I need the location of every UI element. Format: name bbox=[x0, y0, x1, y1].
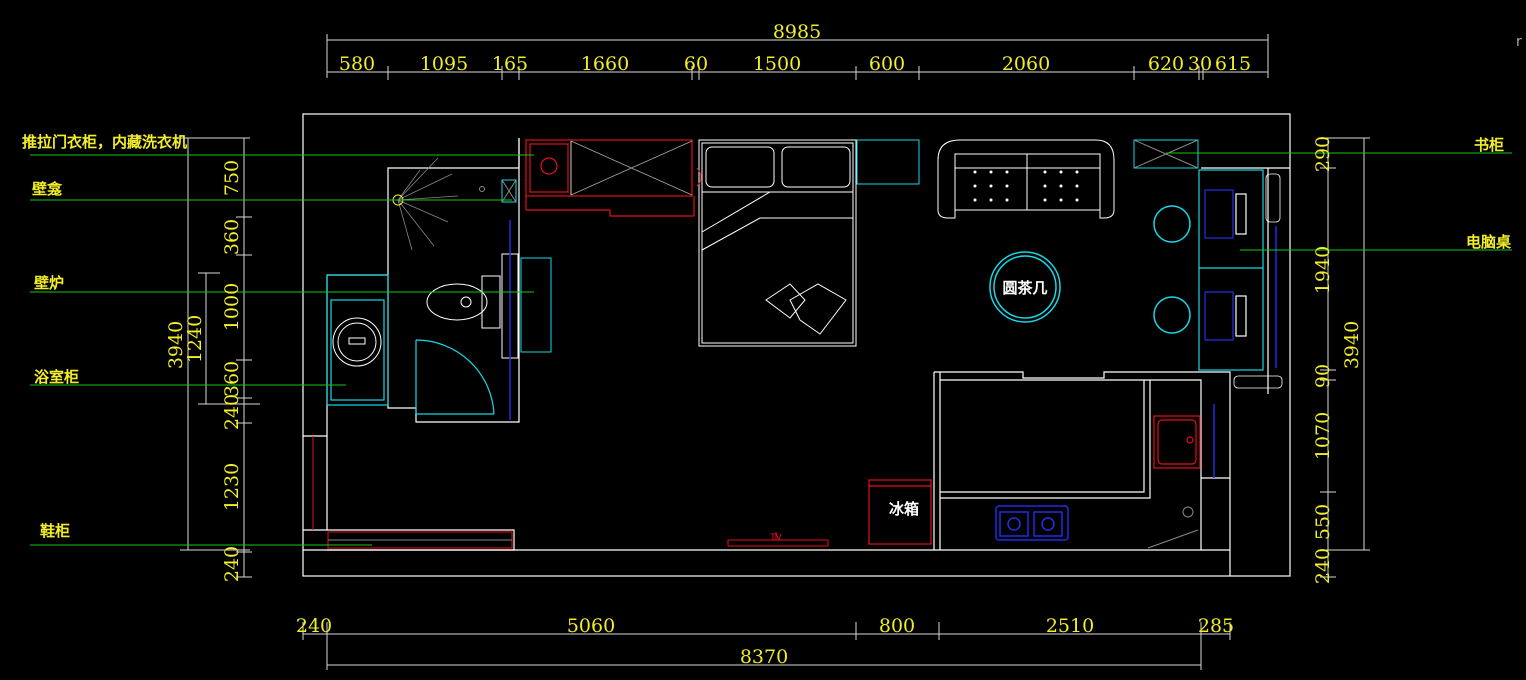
label-round-table: 圆茶几 bbox=[1002, 279, 1047, 297]
dim-top-seg: 1500 bbox=[753, 53, 801, 75]
dim-left-seg: 240 bbox=[221, 546, 243, 582]
dim-left-seg: 750 bbox=[221, 160, 243, 196]
label-computer-desk: 电脑桌 bbox=[1466, 233, 1512, 251]
bed-lamp-icon bbox=[696, 167, 702, 187]
bookcase bbox=[1133, 139, 1199, 169]
label-bathroom-cabinet: 浴室柜 bbox=[34, 368, 79, 386]
dim-left-seg: 1230 bbox=[221, 463, 243, 511]
dim-left-sub: 1240 bbox=[184, 315, 206, 363]
round-coffee-table bbox=[989, 251, 1061, 323]
dim-bottom-segments: 240 5060 800 2510 285 bbox=[296, 615, 1234, 637]
label-fridge: 冰箱 bbox=[889, 500, 919, 518]
dim-top-seg: 30 bbox=[1188, 53, 1212, 75]
dim-top-seg: 60 bbox=[684, 53, 708, 75]
stool-icon bbox=[1153, 296, 1191, 334]
refrigerator bbox=[868, 479, 932, 545]
bathroom-cabinet bbox=[326, 274, 389, 406]
wardrobe-cross bbox=[570, 140, 693, 196]
drain-icon bbox=[479, 186, 485, 192]
dim-top-seg: 2060 bbox=[1002, 53, 1050, 75]
dim-bottom-seg: 285 bbox=[1198, 615, 1234, 637]
dim-left-seg: 360 bbox=[221, 361, 243, 397]
dim-top-seg: 1660 bbox=[581, 53, 629, 75]
dim-right-seg: 240 bbox=[1312, 548, 1334, 584]
dim-right-segments: 290 1940 90 1070 550 240 bbox=[1312, 136, 1334, 584]
gas-stove bbox=[995, 505, 1069, 541]
sofa bbox=[937, 139, 1115, 219]
computer-desk bbox=[1198, 169, 1264, 371]
dim-right-total: 3940 bbox=[1341, 321, 1363, 369]
label-wall-niche: 壁龛 bbox=[32, 180, 63, 198]
dim-right-seg: 90 bbox=[1312, 364, 1334, 388]
dim-top-total: 8985 bbox=[773, 21, 821, 43]
tv-cabinet bbox=[856, 139, 920, 185]
sofa-cushion-pattern bbox=[973, 170, 1079, 202]
dim-top-seg: 600 bbox=[869, 53, 905, 75]
wall-hung-cabinet bbox=[520, 257, 552, 353]
dim-left-total: 3940 bbox=[165, 321, 187, 369]
label-sliding-wardrobe: 推拉门衣柜，内藏洗衣机 bbox=[22, 133, 187, 151]
dim-right-seg: 1940 bbox=[1312, 246, 1334, 294]
label-bookcase: 书柜 bbox=[1474, 136, 1504, 154]
label-shoe-cabinet: 鞋柜 bbox=[40, 522, 70, 540]
washing-machine bbox=[529, 143, 569, 193]
dim-top-segments: 580 1095 165 1660 60 1500 600 2060 620 3… bbox=[339, 53, 1251, 75]
leader-lines bbox=[30, 152, 1512, 546]
wall-niche bbox=[501, 179, 517, 203]
stool-icon bbox=[1153, 205, 1191, 243]
wash-basin bbox=[332, 317, 382, 367]
dim-right-seg: 550 bbox=[1312, 504, 1334, 540]
dim-left-seg: 240 bbox=[221, 394, 243, 430]
dim-top-seg: 580 bbox=[339, 53, 375, 75]
kitchen-sink bbox=[1153, 415, 1201, 469]
sliding-wardrobe bbox=[525, 139, 695, 217]
dim-bottom-seg: 5060 bbox=[567, 615, 615, 637]
dim-left-seg: 360 bbox=[221, 219, 243, 255]
double-bed bbox=[698, 139, 857, 347]
dim-top-seg: 165 bbox=[492, 53, 528, 75]
shower-area bbox=[397, 157, 459, 251]
corner-glyph: r bbox=[1516, 34, 1522, 50]
toilet bbox=[426, 275, 501, 329]
dim-right-seg: 290 bbox=[1312, 136, 1334, 172]
dim-bottom-seg: 2510 bbox=[1046, 615, 1094, 637]
tv-stand bbox=[727, 532, 829, 547]
bathroom-door bbox=[415, 339, 495, 415]
kitchen-floor-drain bbox=[1147, 506, 1199, 549]
dim-top-seg: 620 bbox=[1148, 53, 1184, 75]
dim-bottom-seg: 240 bbox=[296, 615, 332, 637]
dim-top-seg: 1095 bbox=[420, 53, 468, 75]
label-wall-hung-toilet: 壁炉 bbox=[34, 274, 64, 292]
dim-right-seg: 1070 bbox=[1312, 412, 1334, 460]
dim-bottom-seg: 800 bbox=[879, 615, 915, 637]
label-tv: TV bbox=[769, 533, 782, 543]
radiator bbox=[1233, 173, 1283, 389]
dim-left-segments: 750 360 1000 360 240 1230 240 bbox=[221, 160, 243, 582]
dim-bottom-total: 8370 bbox=[740, 646, 788, 668]
dimension-lines bbox=[180, 34, 1370, 670]
walls bbox=[302, 113, 1291, 577]
dim-top-seg: 615 bbox=[1215, 53, 1251, 75]
shoe-cabinet bbox=[327, 531, 513, 549]
dim-left-seg: 1000 bbox=[221, 283, 243, 331]
